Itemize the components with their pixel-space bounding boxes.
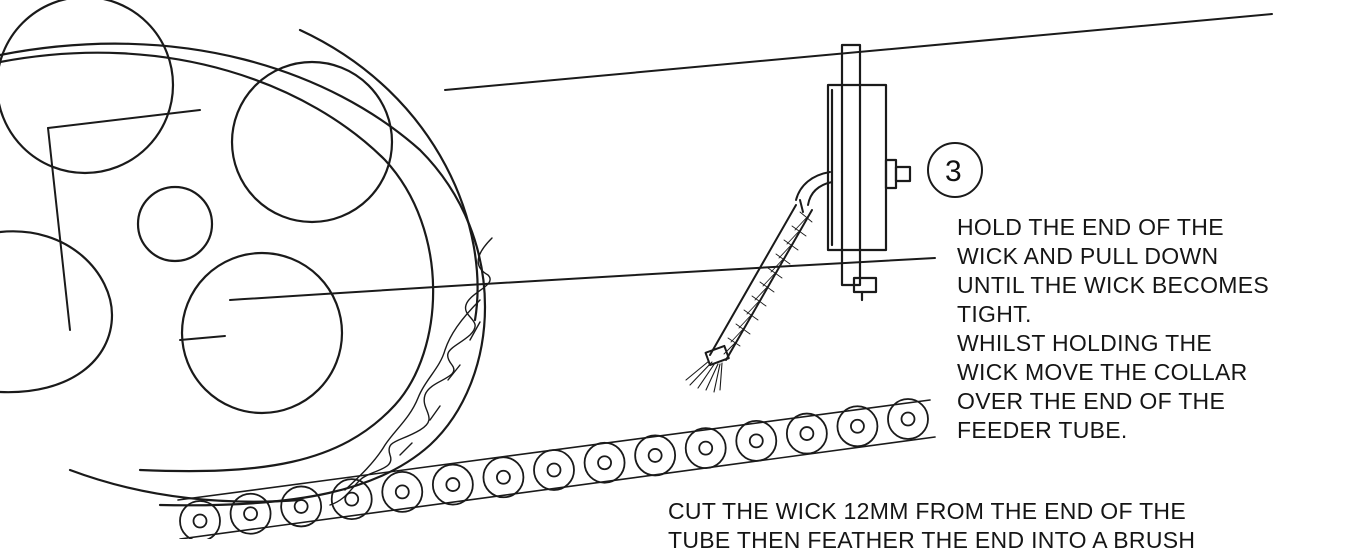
chain-roller: [229, 492, 272, 535]
step-callout: 3: [927, 142, 983, 198]
chain-roller: [482, 456, 525, 499]
chain-roller: [280, 485, 323, 528]
instruction-line: WICK MOVE THE COLLAR: [957, 359, 1248, 385]
chain-roller-pin: [799, 426, 815, 441]
wheel-lower-edge: [68, 468, 302, 503]
chain-roller: [634, 434, 677, 477]
chain-roller-pin: [546, 462, 562, 478]
wheel-hole-bottom: [180, 251, 344, 415]
chain-roller-pin: [344, 491, 360, 507]
instruction-line: OVER THE END OF THE: [957, 388, 1226, 414]
chain-roller: [533, 449, 575, 491]
instruction-line: FEEDER TUBE.: [957, 417, 1128, 443]
feeder-bracket: [826, 43, 912, 302]
step-number: 3: [945, 155, 962, 188]
chain-roller: [887, 398, 929, 440]
chain-roller-pin: [748, 433, 764, 449]
drum-wheel: [0, 0, 487, 507]
instruction-line: UNTIL THE WICK BECOMES: [957, 272, 1270, 298]
chain-roller-pin: [394, 484, 410, 500]
bracket-plate-front: [840, 43, 862, 287]
chain-rollers: [179, 398, 929, 539]
chain-roller-pin: [243, 506, 258, 522]
chain-roller-pin: [647, 448, 663, 463]
bracket-nut-bottom: [852, 276, 878, 294]
chain-roller-pin: [597, 455, 612, 471]
wheel-hole-top-left: [0, 0, 175, 175]
wheel-hole-top-right: [230, 60, 394, 224]
chain-roller: [735, 419, 778, 462]
wick-collar: [704, 344, 730, 366]
wick-braid-pattern: [723, 211, 813, 355]
bracket-plate-back: [826, 83, 888, 252]
instruction-line: TIGHT.: [957, 301, 1032, 327]
step-number-circle: [927, 142, 983, 198]
chain-roller: [381, 470, 424, 513]
wick-on-wheel: [329, 237, 493, 506]
instruction-line: HOLD THE END OF THE: [957, 214, 1224, 240]
wick-braid-left: [709, 204, 797, 356]
chain-roller-pin: [445, 477, 461, 492]
chain-roller-pin: [698, 440, 714, 456]
wheel-hub: [136, 185, 214, 263]
bracket-bolt-right: [894, 165, 912, 183]
instruction-line: WHILST HOLDING THE: [957, 330, 1213, 356]
chain-roller: [583, 441, 626, 484]
instruction-line: WICK AND PULL DOWN: [957, 243, 1219, 269]
wheel-hole-left: [0, 230, 114, 394]
instruction-block-2: CUT THE WICK 12MM FROM THE END OF THE TU…: [668, 497, 1195, 555]
chain-roller-pin: [192, 513, 208, 529]
chain-roller: [785, 412, 828, 455]
instruction-block-1: HOLD THE END OF THE WICK AND PULL DOWN U…: [957, 213, 1269, 445]
chain-roller-pin: [900, 411, 916, 427]
chain-roller-pin: [496, 469, 511, 485]
chain-roller: [684, 427, 727, 470]
bracket-nut-right: [884, 158, 898, 190]
chain-roller: [330, 478, 373, 521]
chain-roller-pin: [850, 418, 865, 434]
chain-roller: [431, 463, 474, 506]
instruction-line: TUBE THEN FEATHER THE END INTO A BRUSH: [668, 527, 1196, 553]
wheel-inner-rim: [0, 51, 435, 473]
instruction-line: CUT THE WICK 12MM FROM THE END OF THE: [668, 498, 1186, 524]
wick-brush-end: [685, 360, 723, 393]
feeder-tube: [685, 171, 833, 393]
wick-assembly-diagram: 3: [0, 0, 1273, 539]
wheel-outer-rim: [0, 42, 487, 507]
wheel-back-edge: [298, 28, 479, 322]
chain-roller-pin: [293, 499, 309, 514]
chain-roller: [179, 500, 221, 539]
chain-roller: [836, 405, 879, 448]
